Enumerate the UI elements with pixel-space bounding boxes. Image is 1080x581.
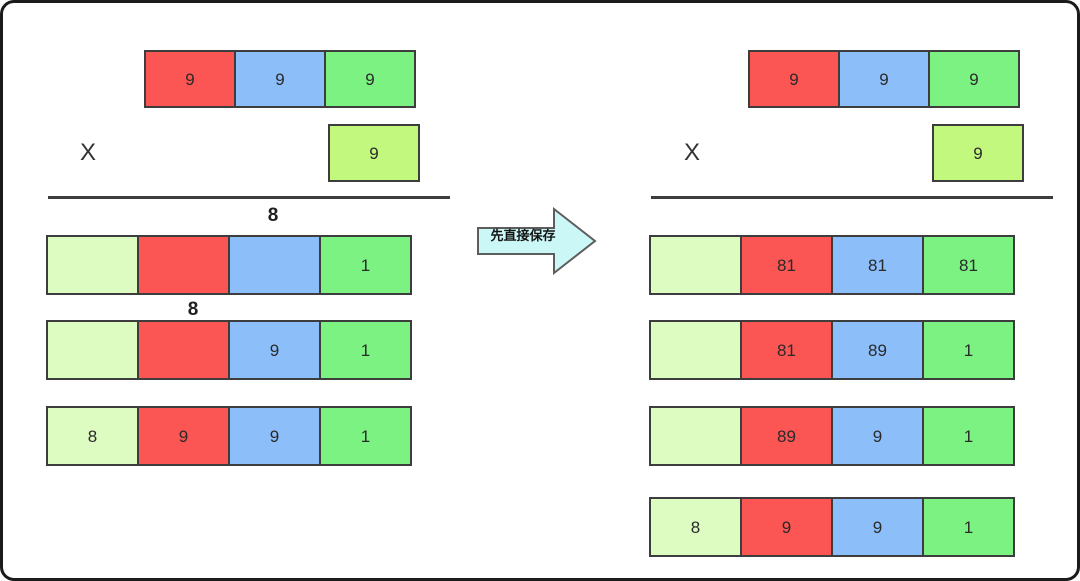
right-result-4-cell-1: 8 (649, 497, 742, 557)
left-multiplicand-cell-3: 9 (324, 50, 416, 108)
left-result-3-cell-1: 8 (46, 406, 139, 466)
left-result-1-cell-4: 1 (319, 235, 412, 295)
right-result-4-cell-4: 1 (922, 497, 1015, 557)
right-multiplicand-cell-1: 9 (748, 50, 840, 108)
left-result-2-cell-4: 1 (319, 320, 412, 380)
left-multiplicand-cell-1: 9 (144, 50, 236, 108)
left-multiplier-row: 9 (328, 124, 420, 182)
right-result-3-cell-4: 1 (922, 406, 1015, 466)
right-multiplicand-cell-2: 9 (838, 50, 930, 108)
left-multiplicand-cell-2: 9 (234, 50, 326, 108)
right-multiplier-cell-1: 9 (932, 124, 1024, 182)
right-result-4-cell-3: 9 (831, 497, 924, 557)
right-multiplier-row: 9 (932, 124, 1024, 182)
right-result-1-cell-3: 81 (831, 235, 924, 295)
left-result-row-1: 1 (46, 235, 412, 295)
left-result-2-cell-1 (46, 320, 139, 380)
left-result-2-cell-2 (137, 320, 230, 380)
right-result-2-cell-1 (649, 320, 742, 380)
right-result-3-cell-2: 89 (740, 406, 833, 466)
left-result-3-cell-3: 9 (228, 406, 321, 466)
right-multiplicand-cell-3: 9 (928, 50, 1020, 108)
right-result-1-cell-1 (649, 235, 742, 295)
right-result-3-cell-1 (649, 406, 742, 466)
right-result-2-cell-3: 89 (831, 320, 924, 380)
left-carry-label-2: 8 (187, 299, 199, 320)
left-divider-line (48, 196, 450, 199)
left-result-1-cell-1 (46, 235, 139, 295)
left-result-3-cell-2: 9 (137, 406, 230, 466)
left-result-3-cell-4: 1 (319, 406, 412, 466)
left-result-1-cell-2 (137, 235, 230, 295)
left-result-2-cell-3: 9 (228, 320, 321, 380)
left-result-1-cell-3 (228, 235, 321, 295)
right-result-1-cell-2: 81 (740, 235, 833, 295)
left-multiply-sign: X (80, 139, 97, 166)
right-result-4-cell-2: 9 (740, 497, 833, 557)
left-multiplier-cell-1: 9 (328, 124, 420, 182)
left-carry-label-1: 8 (267, 205, 279, 226)
right-result-2-cell-4: 1 (922, 320, 1015, 380)
right-result-3-cell-3: 9 (831, 406, 924, 466)
arrow-shape (477, 206, 597, 276)
right-multiply-sign: X (684, 139, 701, 166)
right-result-1-cell-4: 81 (922, 235, 1015, 295)
right-divider-line (651, 196, 1053, 199)
right-result-2-cell-2: 81 (740, 320, 833, 380)
process-arrow: 先直接保存 (476, 206, 598, 276)
